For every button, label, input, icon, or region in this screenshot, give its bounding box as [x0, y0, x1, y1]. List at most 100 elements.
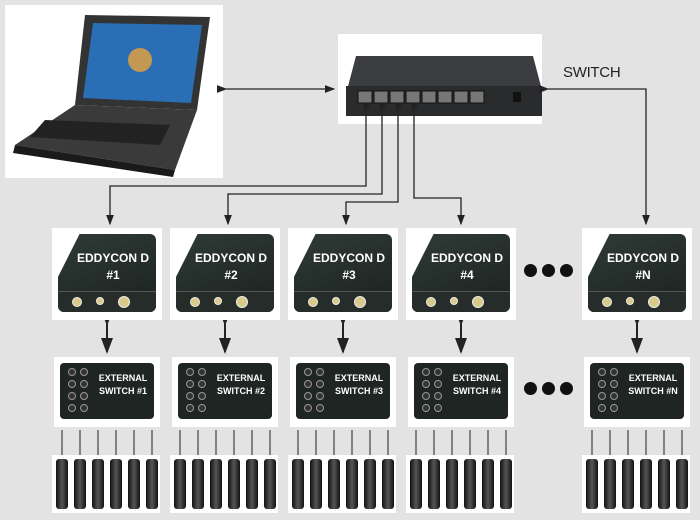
jack-icon [80, 368, 88, 376]
jack-icon [434, 404, 442, 412]
jack-icon [434, 392, 442, 400]
jack-icon [186, 380, 194, 388]
switch-line2: SWITCH #1 [98, 386, 147, 396]
probe-icon [192, 459, 204, 509]
switch-to-controller-1-link [106, 102, 370, 226]
probe-icon [92, 459, 104, 509]
probe-group [52, 455, 160, 513]
switch-line1: EXTERNAL [98, 373, 148, 383]
controller-number: #1 [106, 268, 120, 282]
probe-icon [110, 459, 122, 509]
probe-icon [264, 459, 276, 509]
jack-icon [316, 392, 324, 400]
probe-icon [482, 459, 494, 509]
jack-icon [198, 404, 206, 412]
jack-icon [434, 380, 442, 388]
jack-icon [68, 380, 76, 388]
probe-icon [640, 459, 652, 509]
probe-icon [174, 459, 186, 509]
switch-line1: EXTERNAL [628, 373, 678, 383]
jack-icon [304, 380, 312, 388]
jack-icon [316, 404, 324, 412]
more-switches-ellipsis [524, 382, 573, 395]
jack-icon [304, 392, 312, 400]
probe-icon [346, 459, 358, 509]
probe-icon [146, 459, 158, 509]
eddycon-controller: EDDYCON D #2 [170, 228, 280, 320]
jack-icon [316, 380, 324, 388]
probe-icon [292, 459, 304, 509]
probe-icon [676, 459, 688, 509]
jack-icon [598, 392, 606, 400]
jack-icon [598, 380, 606, 388]
switch-line2: SWITCH #N [628, 386, 678, 396]
probe-icon [500, 459, 512, 509]
probe-group [170, 455, 278, 513]
switch-line2: SWITCH #4 [452, 386, 501, 396]
jack-icon [422, 404, 430, 412]
jack-icon [422, 368, 430, 376]
controller-name: EDDYCON D [606, 251, 679, 265]
eddycon-controller: EDDYCON D #N [582, 228, 692, 320]
jack-icon [68, 392, 76, 400]
probe-icon [228, 459, 240, 509]
probe-icon [446, 459, 458, 509]
controller-name: EDDYCON D [312, 251, 385, 265]
controller-name: EDDYCON D [194, 251, 267, 265]
probe-icon [410, 459, 422, 509]
external-switch: EXTERNAL SWITCH #4 [408, 357, 514, 427]
probe-group [582, 455, 690, 513]
switch-to-controller-3-link [342, 102, 402, 226]
controller-name: EDDYCON D [430, 251, 503, 265]
jack-icon [80, 392, 88, 400]
external-switch: EXTERNAL SWITCH #2 [172, 357, 278, 427]
jack-icon [610, 392, 618, 400]
probe-group [288, 455, 396, 513]
switch-line1: EXTERNAL [216, 373, 266, 383]
switch-to-controller-n-link [538, 85, 650, 226]
probe-icon [210, 459, 222, 509]
probe-icon [310, 459, 322, 509]
probe-icon [328, 459, 340, 509]
probe-icon [464, 459, 476, 509]
jack-icon [304, 404, 312, 412]
eddycon-controller: EDDYCON D#3 [288, 228, 398, 320]
jack-icon [610, 368, 618, 376]
jack-icon [198, 368, 206, 376]
jack-icon [316, 368, 324, 376]
jack-icon [68, 368, 76, 376]
switch-line1: EXTERNAL [452, 373, 502, 383]
controller-number: #2 [224, 268, 238, 282]
external-switch: EXTERNAL SWITCH #1 [54, 357, 160, 427]
switch-to-controller-2-link [224, 102, 386, 226]
jack-icon [186, 368, 194, 376]
eddycon-controller: EDDYCON D#1 [52, 228, 162, 320]
probe-icon [56, 459, 68, 509]
probe-icon [128, 459, 140, 509]
probe-icon [622, 459, 634, 509]
controller-number: #N [635, 268, 651, 282]
controller-number: #4 [460, 268, 474, 282]
probe-icon [74, 459, 86, 509]
jack-icon [186, 392, 194, 400]
jack-icon [610, 380, 618, 388]
jack-icon [434, 368, 442, 376]
jack-icon [598, 368, 606, 376]
switch-label: SWITCH [563, 64, 621, 81]
switch-to-controller-4-link [410, 102, 465, 226]
probe-icon [586, 459, 598, 509]
jack-icon [198, 392, 206, 400]
switch-line1: EXTERNAL [334, 373, 384, 383]
jack-icon [198, 380, 206, 388]
probe-group [406, 455, 514, 513]
jack-icon [186, 404, 194, 412]
jack-icon [422, 380, 430, 388]
switch-line2: SWITCH #2 [216, 386, 265, 396]
jack-icon [80, 404, 88, 412]
external-switch: EXTERNAL SWITCH #N [584, 357, 690, 427]
probe-icon [246, 459, 258, 509]
jack-icon [80, 380, 88, 388]
